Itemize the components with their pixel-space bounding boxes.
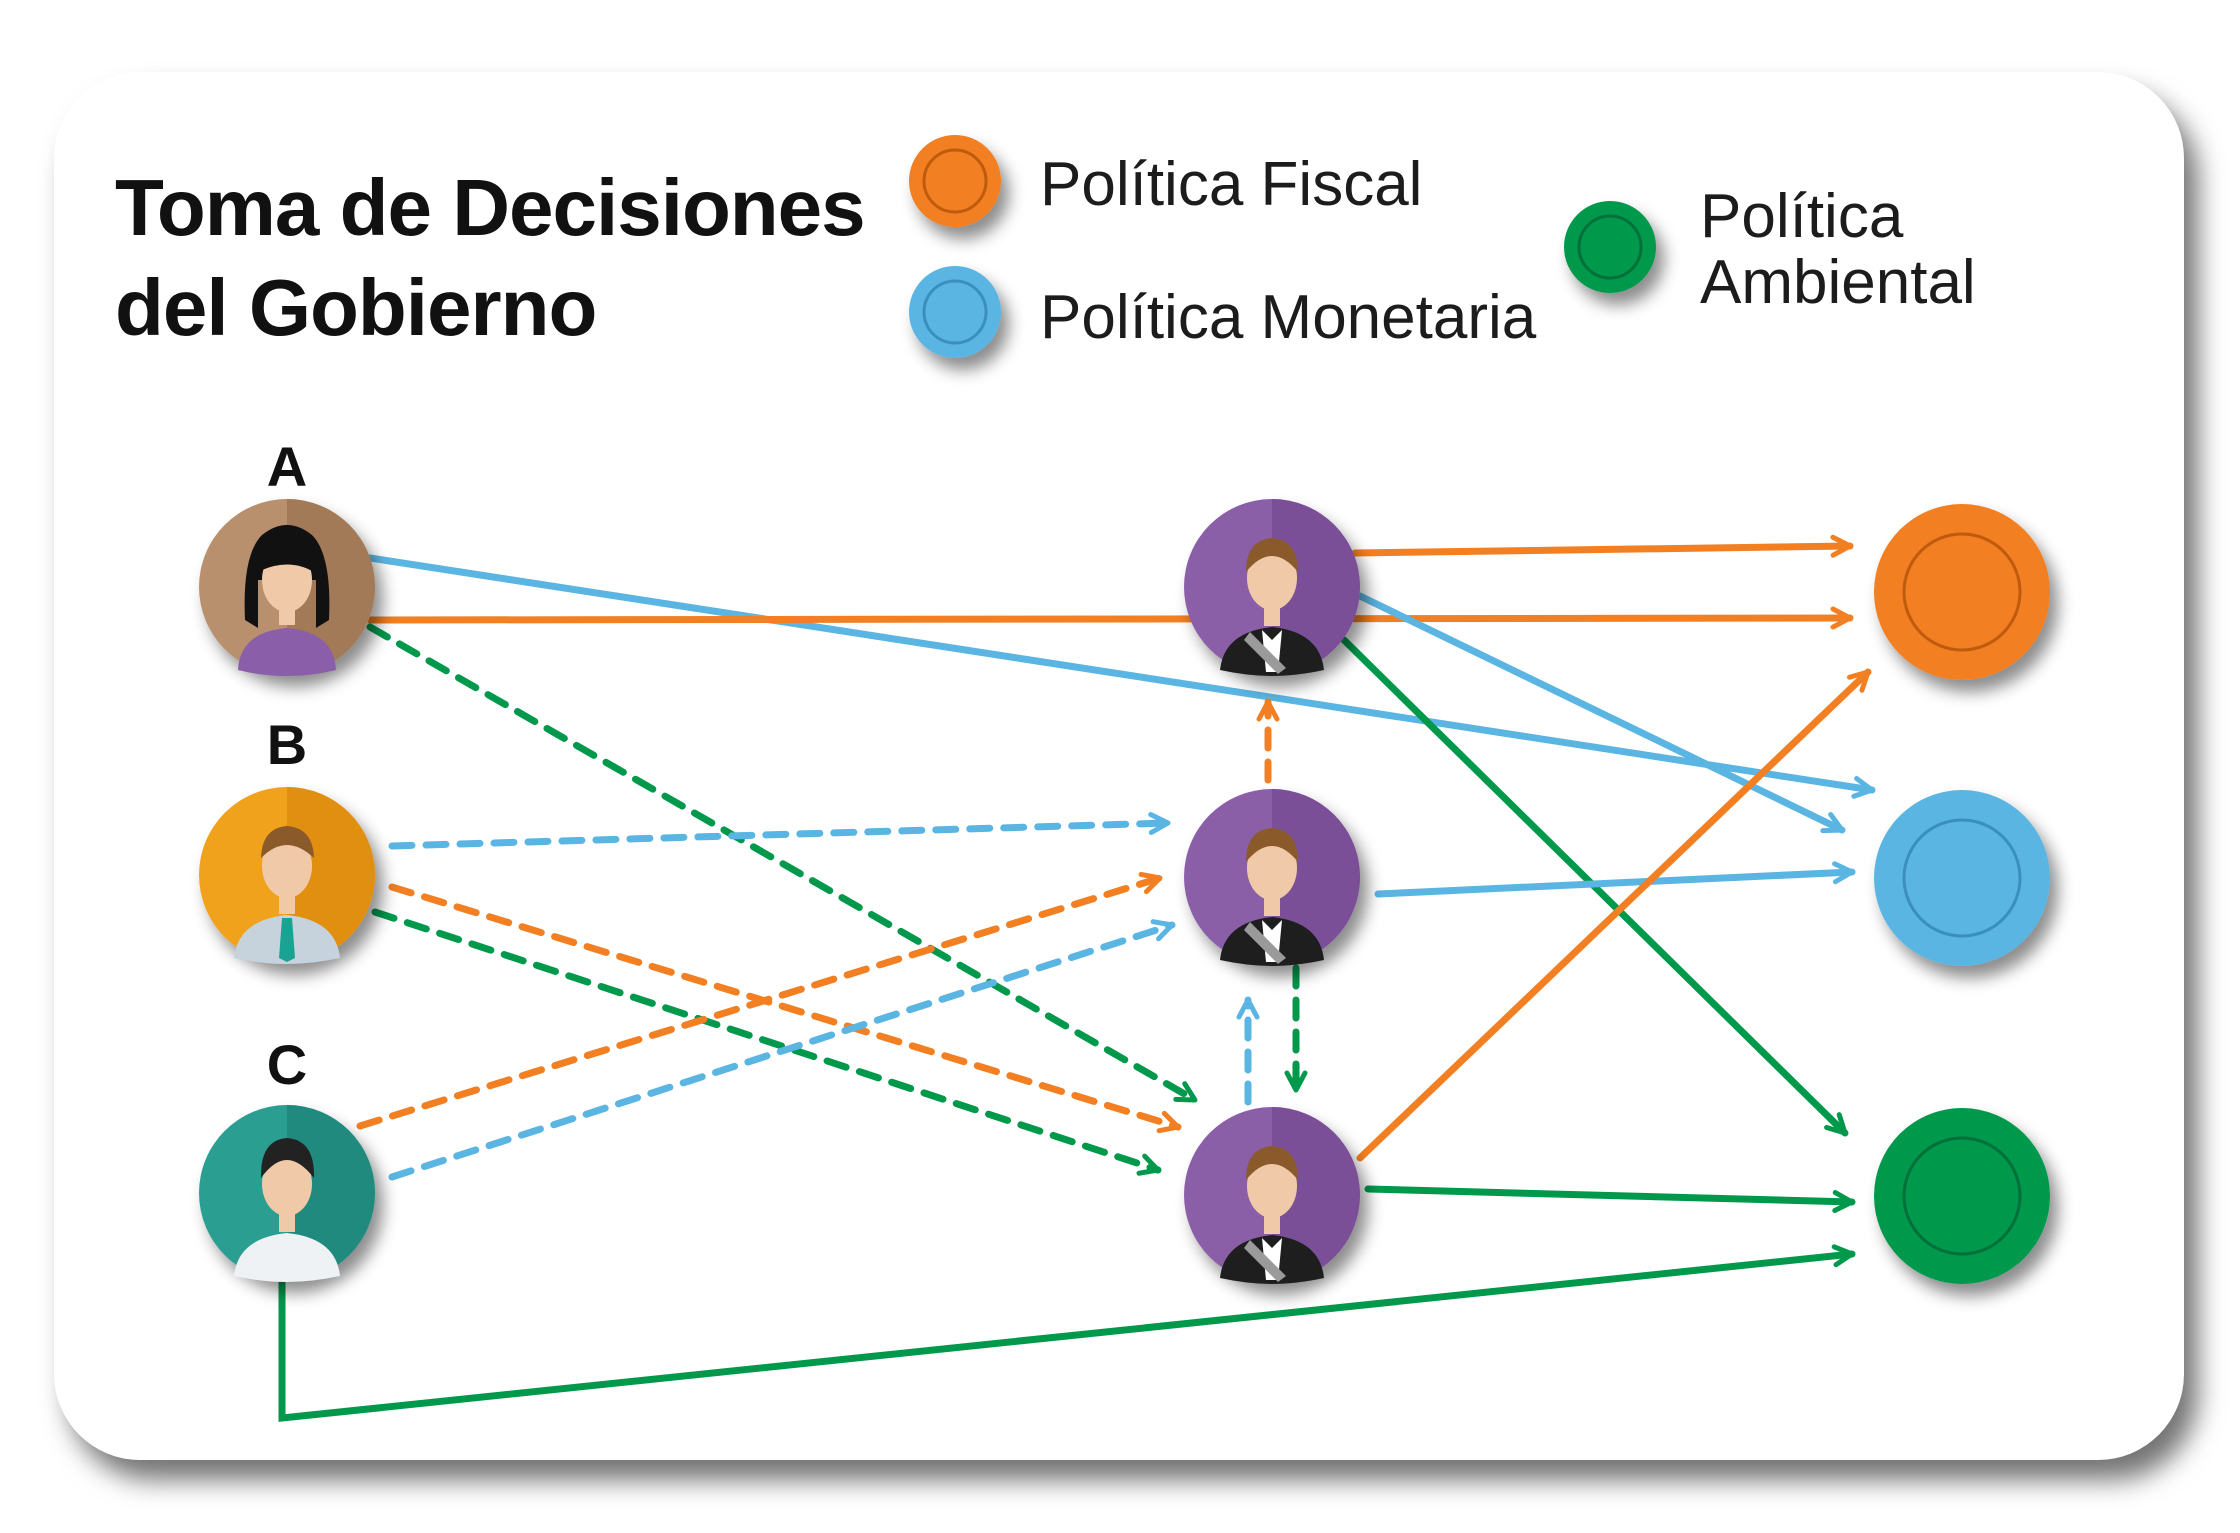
legend-monetary-icon — [909, 266, 1001, 358]
arrow-c-official2-fiscal — [356, 871, 1164, 1130]
arrow-c-env — [278, 1244, 1856, 1422]
actor-a-label: A — [266, 435, 308, 498]
arrow-c-official2-monetary — [388, 919, 1176, 1181]
arrow-official2-monetary — [1374, 861, 1856, 898]
arrow-official3-fiscal — [1356, 668, 1872, 1162]
arrow-official1-monetary — [1356, 592, 1846, 834]
avatar-b — [199, 787, 375, 964]
arrow-official3-env — [1364, 1185, 1856, 1214]
arrow-b-official3-env — [371, 908, 1162, 1176]
arrow-b-official2-monetary — [388, 812, 1172, 850]
outcome-monetary — [1874, 790, 2050, 966]
official-avatar-2 — [1184, 789, 1360, 966]
diagram-title-line1: Toma de Decisiones — [115, 163, 866, 252]
avatar-a — [199, 499, 375, 676]
arrow-a-fiscal — [366, 606, 1854, 630]
arrow-official1-fiscal — [1351, 534, 1854, 558]
arrow-b-official3-fiscal — [388, 883, 1182, 1134]
diagram-title-line2: del Gobierno — [115, 263, 597, 352]
avatar-c — [199, 1105, 375, 1282]
diagram-title: Toma de Decisiones del Gobierno — [115, 158, 866, 358]
arrow-a-official3-env — [366, 623, 1199, 1104]
legend-environmental-label-line1: Política — [1700, 182, 1904, 251]
actor-c-label: C — [266, 1033, 308, 1096]
legend-environmental-label: Política Ambiental — [1700, 184, 1976, 316]
legend — [909, 135, 1656, 358]
arrow-a-monetary — [366, 554, 1876, 799]
official-avatar-1 — [1184, 499, 1360, 676]
diagram-card — [54, 72, 2184, 1460]
legend-fiscal-icon — [909, 135, 1001, 227]
legend-monetary-label: Política Monetaria — [1040, 283, 1537, 352]
outcome-environmental — [1874, 1108, 2050, 1284]
official-avatar-3 — [1184, 1107, 1360, 1284]
outcome-fiscal — [1874, 504, 2050, 680]
arrows — [278, 534, 1876, 1422]
legend-environmental-label-line2: Ambiental — [1700, 248, 1976, 317]
actor-b-label: B — [266, 713, 308, 776]
legend-fiscal-label: Política Fiscal — [1040, 150, 1423, 219]
legend-environmental-icon — [1564, 201, 1656, 293]
